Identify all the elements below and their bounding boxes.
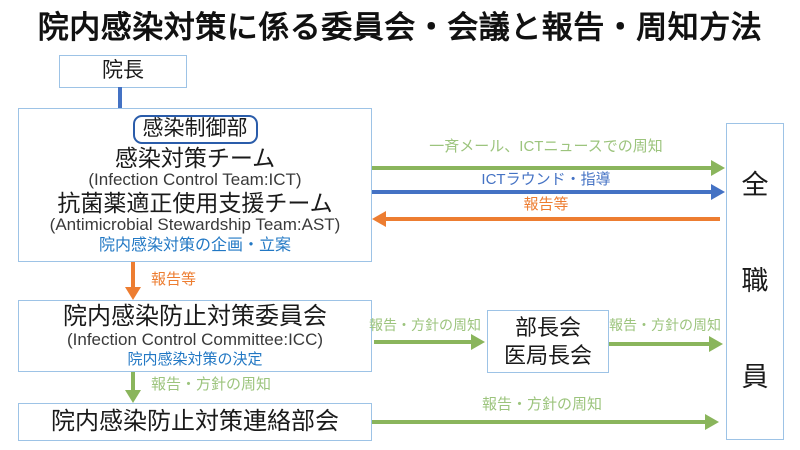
arrow-directors-to-staff-line [609, 342, 711, 346]
box-infection-control-dept: 感染制御部 感染対策チーム (Infection Control Team:IC… [18, 108, 372, 262]
label-report-to-icc: 報告等 [151, 271, 197, 288]
all-staff-char-1: 全 [741, 170, 769, 201]
label-icc-to-liaison: 報告・方針の周知 [151, 376, 272, 393]
ast-team-name-en: (Antimicrobial Stewardship Team:AST) [49, 215, 341, 235]
all-staff-char-3: 員 [741, 361, 769, 392]
arrow-icc-to-directors-line [374, 340, 473, 344]
icc-role: 院内感染対策の決定 [127, 350, 263, 368]
control-dept-role: 院内感染対策の企画・立案 [98, 237, 291, 255]
arrow-liaison-to-staff-head [705, 414, 719, 430]
box-hospital-director: 院長 [59, 55, 187, 88]
hospital-director-label: 院長 [102, 59, 144, 83]
arrow-icc-to-liaison-head [125, 390, 141, 403]
label-ict-round: ICTラウンド・指導 [481, 171, 611, 188]
liaison-subcommittee-label: 院内感染防止対策連絡部会 [51, 408, 339, 436]
label-liaison-to-staff: 報告・方針の周知 [481, 396, 602, 413]
label-report-to-ict: 報告等 [523, 196, 569, 213]
director-meeting-line2: 医局長会 [503, 342, 592, 368]
label-mass-email: 一斉メール、ICTニュースでの周知 [429, 138, 663, 155]
arrow-report-to-icc-line [131, 262, 135, 288]
arrow-ict-round-line [372, 190, 713, 194]
arrow-ict-round-head [711, 184, 725, 200]
arrow-icc-to-liaison-line [131, 372, 135, 391]
box-all-staff: 全 職 員 [726, 123, 784, 440]
arrow-directors-to-staff-head [709, 336, 723, 352]
connector-director-to-control-dept [118, 87, 122, 109]
infection-control-dept-badge: 感染制御部 [132, 114, 258, 144]
all-staff-char-2: 職 [741, 265, 769, 296]
icc-name-en: (Infection Control Committee:ICC) [66, 329, 324, 349]
arrow-mass-email-head [711, 160, 725, 176]
director-meeting-line1: 部長会 [514, 315, 581, 340]
label-directors-to-staff: 報告・方針の周知 [609, 317, 721, 333]
diagram-title: 院内感染対策に係る委員会・会議と報告・周知方法 [37, 10, 763, 45]
arrow-report-to-icc-head [125, 287, 141, 300]
box-infection-control-committee: 院内感染防止対策委員会 (Infection Control Committee… [18, 300, 372, 372]
arrow-liaison-to-staff-line [372, 420, 707, 424]
box-liaison-subcommittee: 院内感染防止対策連絡部会 [18, 403, 372, 441]
arrow-icc-to-directors-head [471, 334, 485, 350]
ict-team-name: 感染対策チーム [114, 144, 276, 171]
box-director-meeting: 部長会 医局長会 [487, 310, 609, 373]
icc-name: 院内感染防止対策委員会 [63, 303, 327, 331]
arrow-report-to-ict-line [386, 217, 720, 221]
arrow-report-to-ict-head [372, 211, 386, 227]
label-icc-to-directors: 報告・方針の周知 [369, 317, 481, 333]
ict-team-name-en: (Infection Control Team:ICT) [88, 170, 302, 190]
ast-team-name: 抗菌薬適正使用支援チーム [57, 189, 333, 216]
arrow-mass-email-line [372, 166, 713, 170]
